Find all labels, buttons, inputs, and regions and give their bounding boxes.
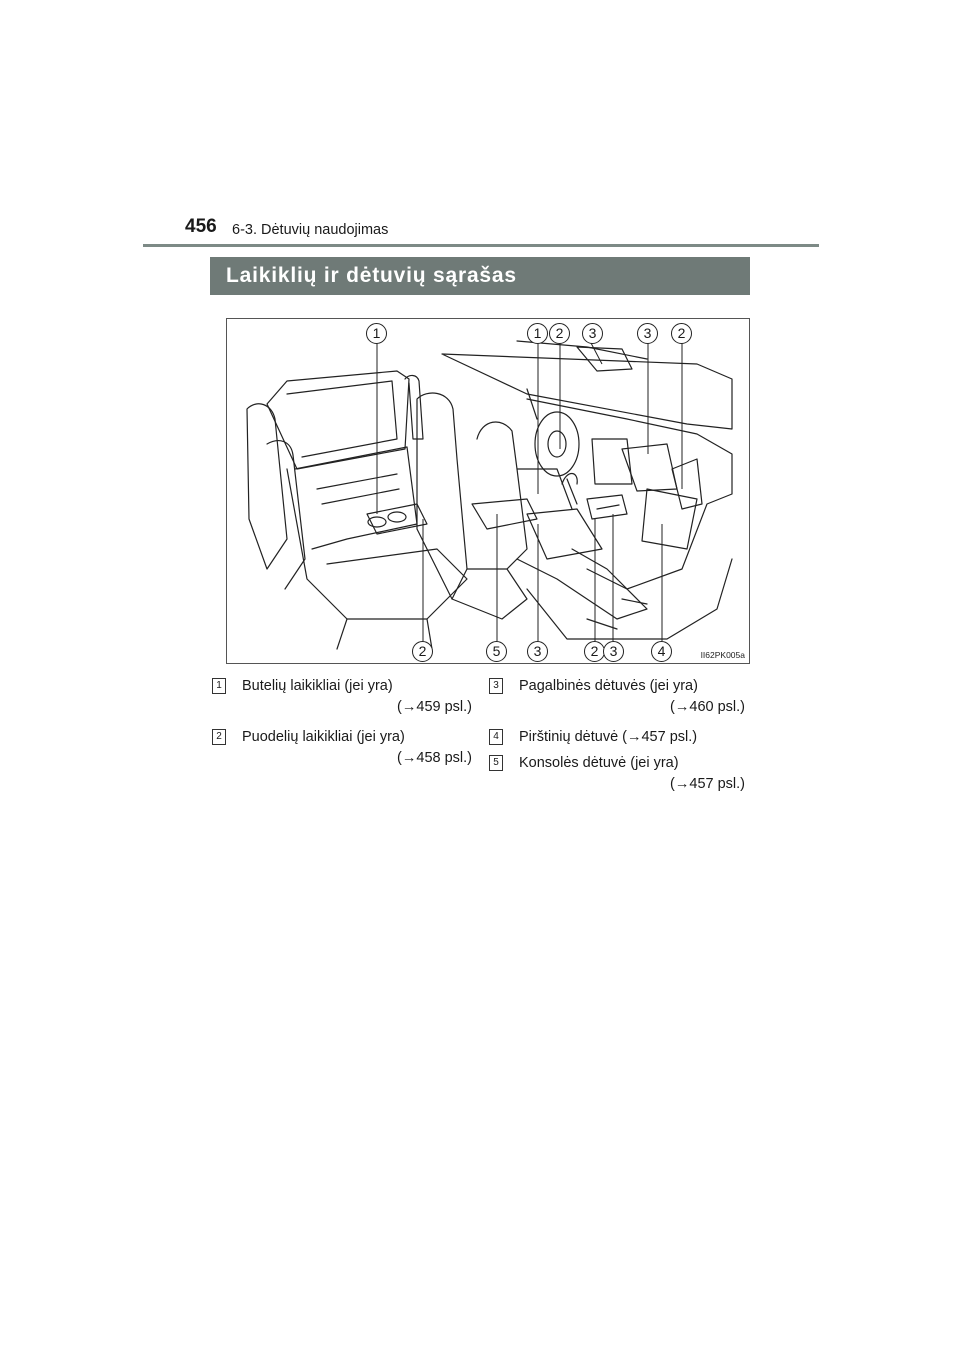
legend-item-2: 2 Puodelių laikikliai (jei yra) (→458 ps… [212,727,472,771]
legend-number: 1 [212,678,226,694]
legend-item-3: 3 Pagalbinės dėtuvės (jei yra) (→460 psl… [489,676,745,720]
callout-bottom-1: 2 [412,641,433,662]
callout-top-6: 2 [671,323,692,344]
callout-bottom-5: 3 [603,641,624,662]
callout-top-1: 1 [366,323,387,344]
callout-top-4: 3 [582,323,603,344]
callout-top-5: 3 [637,323,658,344]
callout-top-2: 1 [527,323,548,344]
breadcrumb: 6-3. Dėtuvių naudojimas [232,222,389,238]
legend-text: Konsolės dėtuvė (jei yra) [519,755,679,771]
legend-item-4: 4 Pirštinių dėtuvė (→457 psl.) [489,727,745,749]
callout-top-3: 2 [549,323,570,344]
figure-code: II62PK005a [700,650,745,660]
legend-page-ref: (→459 psl.) [397,699,472,715]
legend-text: Pagalbinės dėtuvės (jei yra) [519,678,698,694]
legend-text: Puodelių laikikliai (jei yra) [242,729,405,745]
header-divider [143,244,819,247]
page-number: 456 [185,216,217,237]
callout-bottom-6: 4 [651,641,672,662]
callout-bottom-3: 3 [527,641,548,662]
legend-page-ref: (→460 psl.) [670,699,745,715]
legend-text: Pirštinių dėtuvė (→457 psl.) [519,729,698,745]
legend-page-ref: (→458 psl.) [397,750,472,766]
legend-item-5: 5 Konsolės dėtuvė (jei yra) (→457 psl.) [489,753,745,797]
callout-bottom-2: 5 [486,641,507,662]
legend-item-1: 1 Butelių laikikliai (jei yra) (→459 psl… [212,676,472,720]
callout-bottom-4: 2 [584,641,605,662]
legend-text: Butelių laikikliai (jei yra) [242,678,393,694]
interior-illustration: 1 1 2 3 3 2 2 5 3 2 3 4 II62PK005a [226,318,750,664]
legend-number: 2 [212,729,226,745]
page-title: Laikiklių ir dėtuvių sąrašas [210,257,750,295]
legend-number: 3 [489,678,503,694]
legend-number: 5 [489,755,503,771]
legend-page-ref: (→457 psl.) [670,776,745,792]
car-interior-drawing [246,340,733,650]
legend-number: 4 [489,729,503,745]
